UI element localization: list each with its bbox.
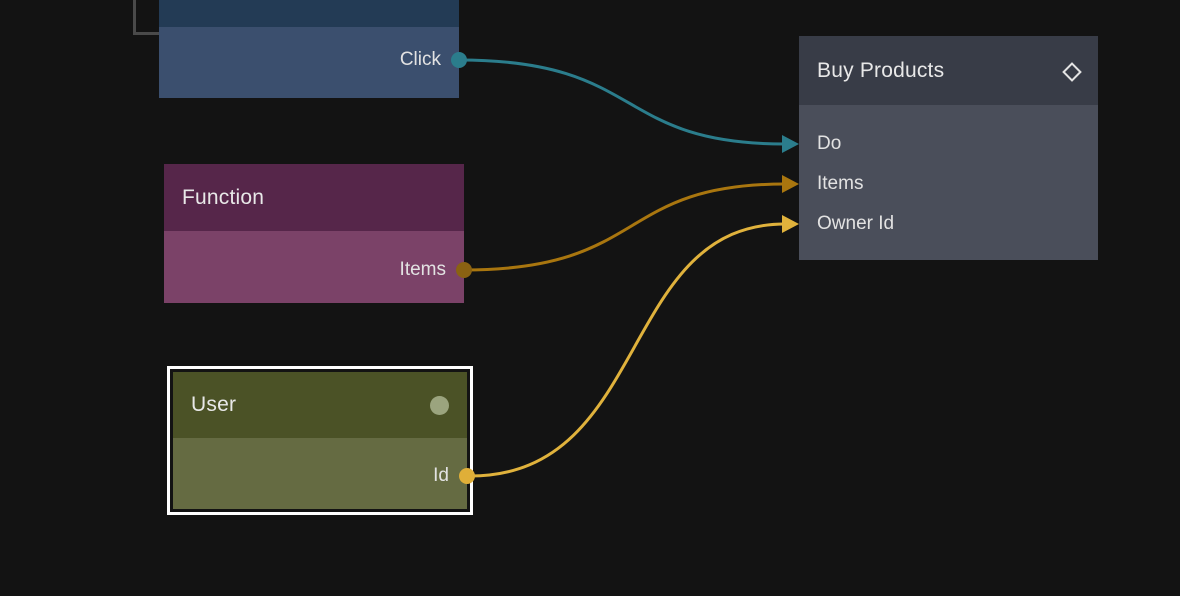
input-port-row[interactable]: Do <box>799 131 841 157</box>
output-port-row[interactable]: Click <box>399 47 467 73</box>
output-port-label: Click <box>399 49 441 70</box>
node-header-event-node[interactable] <box>159 0 459 27</box>
node-title: Function <box>182 185 265 209</box>
input-port-label: Do <box>817 133 842 154</box>
connection-id-to-owner-id-arrowhead-icon <box>782 215 799 233</box>
output-port-row[interactable]: Items <box>399 257 472 283</box>
selection-corner-bracket-icon <box>133 0 160 35</box>
node-event-node[interactable]: Click <box>159 0 467 98</box>
node-title: User <box>191 393 237 416</box>
node-title: Buy Products <box>817 58 945 82</box>
diamond-icon[interactable] <box>1061 61 1082 82</box>
output-port-connector[interactable] <box>451 52 467 68</box>
output-port-connector[interactable] <box>456 262 472 278</box>
connection-items-to-items-arrowhead-icon <box>782 175 799 193</box>
output-port-label: Id <box>433 465 449 486</box>
input-port-row[interactable]: Owner Id <box>799 211 894 237</box>
node-ports-area: Items <box>164 231 472 303</box>
output-port-label: Items <box>399 259 446 280</box>
input-port-label: Owner Id <box>817 213 895 234</box>
node-header-buy-products-node[interactable]: Buy Products <box>799 36 1098 105</box>
node-header-user-node[interactable]: User <box>173 372 467 438</box>
connection-items-to-items[interactable] <box>462 182 787 272</box>
circle-icon[interactable] <box>430 395 449 415</box>
output-port-row[interactable]: Id <box>433 463 475 489</box>
connection-click-to-do[interactable] <box>457 58 787 146</box>
connection-click-to-do-arrowhead-icon <box>782 135 799 153</box>
node-ports-area: Click <box>159 27 467 98</box>
node-ports-area: Id <box>173 438 475 509</box>
node-header-function-node[interactable]: Function <box>164 164 464 231</box>
output-port-connector[interactable] <box>459 468 475 484</box>
node-body-wrapper: Click <box>159 0 467 98</box>
input-port-row[interactable]: Items <box>799 171 863 197</box>
input-port-label: Items <box>817 173 864 194</box>
connection-id-to-owner-id[interactable] <box>468 222 787 478</box>
